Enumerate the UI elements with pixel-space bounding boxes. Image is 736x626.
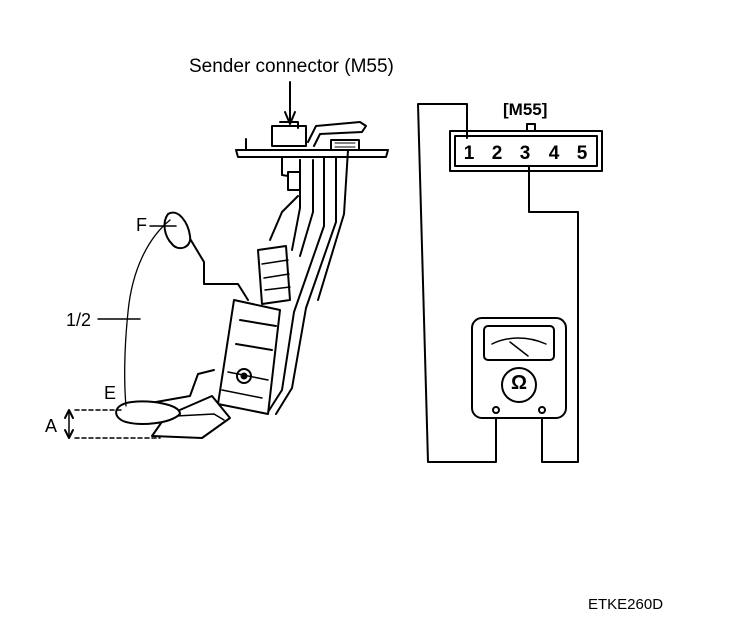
half-position-label: 1/2 (66, 310, 92, 330)
pin-2: 2 (491, 143, 503, 164)
connector-m55-box (449, 123, 603, 172)
dimension-a-label: A (45, 416, 58, 436)
pin-3: 3 (519, 143, 531, 164)
fuel-sender-float-icon (115, 81, 389, 439)
pin-4: 4 (548, 143, 560, 164)
pin-1: 1 (463, 143, 475, 164)
connector-id-label: [M55] (503, 100, 548, 119)
full-position-label: F (136, 215, 147, 235)
pin-5: 5 (576, 143, 588, 164)
ohm-symbol: Ω (510, 372, 528, 394)
ohmmeter-icon (471, 317, 567, 419)
figure-code: ETKE260D (588, 596, 664, 613)
sender-connector-label: Sender connector (M55) (189, 56, 394, 77)
empty-position-label: E (104, 383, 117, 403)
